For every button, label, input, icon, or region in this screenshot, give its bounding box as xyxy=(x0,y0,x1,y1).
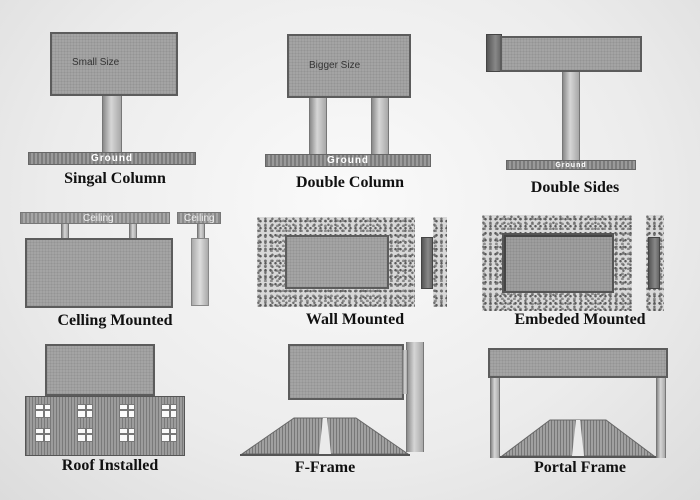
ceiling-bar-side: Ceiling xyxy=(177,212,221,224)
caption: Double Column xyxy=(295,174,405,191)
wall-mounted-diagram: Wall Mounted xyxy=(255,215,455,335)
caption: Portal Frame xyxy=(534,459,626,476)
led-screen xyxy=(45,344,155,396)
support-column xyxy=(102,96,122,152)
f-frame-diagram: F-Frame xyxy=(240,340,450,480)
ceiling-mounted-diagram: Ceiling Ceiling Celling Mounted xyxy=(15,210,225,335)
portal-frame-diagram: Portal Frame xyxy=(480,340,690,480)
hanger-right xyxy=(129,224,137,238)
window xyxy=(119,428,135,442)
screen-size-label: Small Size xyxy=(72,57,120,68)
hanger-left xyxy=(61,224,69,238)
caption: Singal Column xyxy=(64,170,166,187)
single-column-diagram: Small Size Ground Singal Column xyxy=(20,30,210,195)
cantilever-arm xyxy=(402,350,408,394)
screen-side-view xyxy=(648,237,660,289)
caption: Wall Mounted xyxy=(305,311,405,328)
double-sides-diagram: Ground Double Sides xyxy=(480,30,670,200)
support-column xyxy=(406,342,424,452)
screen-side-view xyxy=(191,238,209,306)
ground-base: Ground xyxy=(28,152,196,165)
window xyxy=(161,404,177,418)
road xyxy=(500,419,656,458)
window xyxy=(35,404,51,418)
led-screen-recessed xyxy=(502,233,614,293)
led-screen xyxy=(50,32,178,96)
building xyxy=(25,396,185,456)
double-column-diagram: Bigger Size Ground Double Column xyxy=(255,30,445,195)
ceiling-bar: Ceiling xyxy=(20,212,170,224)
led-screen xyxy=(285,235,389,289)
ceiling-label-side: Ceiling xyxy=(184,213,215,224)
window xyxy=(119,404,135,418)
led-screen xyxy=(500,36,642,72)
hanger-side xyxy=(197,224,205,238)
window xyxy=(77,428,93,442)
support-column-left xyxy=(309,98,327,154)
led-screen xyxy=(488,348,668,378)
caption: Embeded Mounted xyxy=(514,311,646,328)
led-screen xyxy=(25,238,173,308)
support-column-right xyxy=(656,378,666,458)
ground-base: Ground xyxy=(506,160,636,170)
support-column xyxy=(562,72,580,162)
led-screen xyxy=(288,344,404,400)
ground-base: Ground xyxy=(265,154,431,167)
support-column-left xyxy=(490,378,500,458)
embedded-mounted-diagram: Embeded Mounted xyxy=(480,215,685,335)
screen-size-label: Bigger Size xyxy=(309,60,361,71)
road xyxy=(240,417,410,456)
ceiling-label: Ceiling xyxy=(83,213,114,224)
window xyxy=(77,404,93,418)
screen-side-view xyxy=(421,237,433,289)
caption: F-Frame xyxy=(294,459,356,476)
wall-side-view xyxy=(433,217,447,307)
window xyxy=(35,428,51,442)
window xyxy=(161,428,177,442)
support-column-right xyxy=(371,98,389,154)
caption: Roof Installed xyxy=(61,457,159,474)
caption: Celling Mounted xyxy=(57,312,173,329)
caption: Double Sides xyxy=(530,179,620,196)
roof-installed-diagram: Roof Installed xyxy=(15,340,215,480)
led-screen xyxy=(287,34,411,98)
